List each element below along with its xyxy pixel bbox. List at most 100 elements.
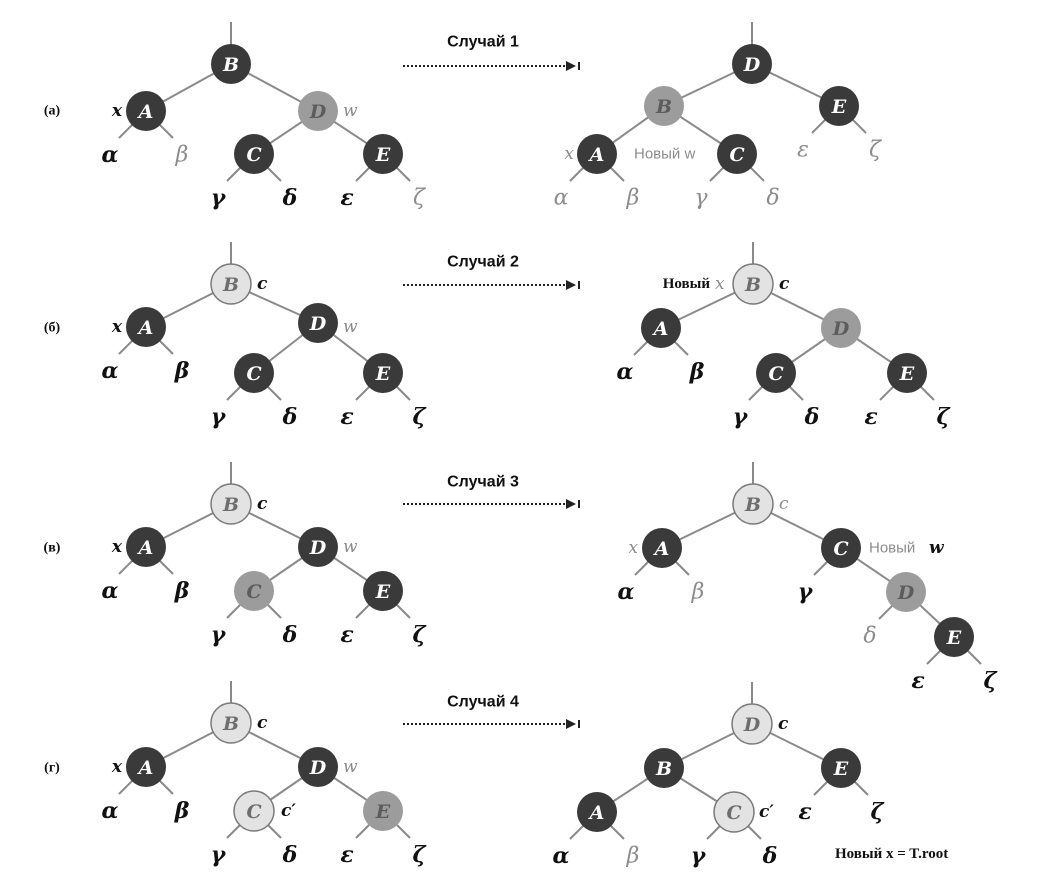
- subtree-stub: [159, 124, 174, 139]
- subtree-label: ζ: [413, 186, 427, 211]
- node-circle: [298, 303, 338, 343]
- subtree-label: ζ: [870, 799, 884, 825]
- subtree-label: γ: [211, 622, 227, 648]
- node-label: C: [246, 801, 261, 823]
- node-circle: [211, 44, 251, 84]
- subtree-label: ε: [911, 668, 924, 694]
- node-D: D: [298, 747, 338, 787]
- subtree-label: γ: [211, 404, 227, 430]
- node-label: D: [309, 101, 327, 123]
- node-circle: [821, 748, 861, 788]
- node-annotation: x: [111, 317, 123, 337]
- node-circle: [298, 747, 338, 787]
- node-C: C: [821, 528, 861, 568]
- node-label: B: [222, 494, 239, 516]
- node-circle: [577, 792, 617, 832]
- subtree-stub: [226, 167, 241, 182]
- node-E: E: [363, 791, 403, 831]
- subtree-label: ε: [864, 404, 877, 430]
- node-label: E: [375, 144, 391, 166]
- node-A: A: [126, 527, 166, 567]
- node-label: D: [743, 714, 761, 736]
- node-circle: [126, 527, 166, 567]
- node-circle: [821, 528, 861, 568]
- subtree-label: ε: [798, 799, 811, 825]
- node-label: E: [899, 363, 915, 385]
- subtree-label: β: [174, 358, 190, 384]
- subtree-label: α: [554, 186, 569, 211]
- node-A: A: [577, 792, 617, 832]
- subtree-label: α: [102, 358, 119, 384]
- subtree-label: γ: [691, 843, 707, 869]
- node-annotation: Новый w: [634, 146, 695, 163]
- node-label: C: [768, 363, 783, 385]
- node-circle: [887, 353, 927, 393]
- subtree-stub: [118, 340, 133, 355]
- subtree-stub: [748, 386, 763, 401]
- subtree-label: α: [553, 843, 570, 869]
- node-circle: [731, 703, 773, 745]
- subtree-label: ε: [797, 138, 809, 163]
- subtree-stub: [706, 825, 721, 840]
- node-label: A: [137, 757, 154, 779]
- node-circle: [210, 263, 252, 305]
- subtree-stub: [118, 560, 133, 575]
- node-A: A: [126, 91, 166, 131]
- subtree-stub: [118, 780, 133, 795]
- node-label: E: [375, 581, 391, 603]
- panel-label: (a): [44, 104, 61, 119]
- node-circle: [821, 308, 861, 348]
- subtree-stub: [569, 825, 584, 840]
- node-A: A: [642, 528, 682, 568]
- subtree-label: δ: [282, 185, 298, 211]
- node-B: B: [210, 263, 252, 305]
- node-B: B: [210, 702, 252, 744]
- subtree-label: δ: [282, 842, 298, 868]
- subtree-stub: [396, 386, 411, 401]
- subtree-label: ε: [340, 404, 353, 430]
- node-label: E: [375, 363, 391, 385]
- node-circle: [819, 86, 859, 126]
- arrow-head-icon: [566, 499, 576, 509]
- subtree-stub: [610, 825, 625, 840]
- node-circle: [641, 308, 681, 348]
- subtree-label: β: [626, 186, 640, 211]
- node-circle: [210, 483, 252, 525]
- arrow-head-icon: [566, 280, 576, 290]
- node-C: C: [756, 353, 796, 393]
- node-circle: [713, 791, 755, 833]
- subtree-label: β: [626, 844, 640, 869]
- node-annotation: Новый: [869, 540, 915, 557]
- node-D: D: [731, 703, 773, 745]
- subtree-stub: [675, 561, 690, 576]
- node-label: E: [946, 627, 962, 649]
- node-label: E: [833, 758, 849, 780]
- node-label: D: [309, 313, 327, 335]
- node-C: C: [234, 571, 274, 611]
- subtree-label: δ: [282, 404, 298, 430]
- subtree-label: δ: [804, 404, 820, 430]
- subtree-stub: [747, 825, 762, 840]
- node-circle: [298, 527, 338, 567]
- node-label: D: [832, 318, 850, 340]
- subtree-label: γ: [211, 185, 227, 211]
- node-annotation: x: [111, 101, 123, 121]
- node-B: B: [210, 483, 252, 525]
- node-label: A: [652, 318, 669, 340]
- node-label: E: [375, 801, 391, 823]
- subtree-label: γ: [694, 186, 708, 211]
- node-circle: [234, 134, 274, 174]
- node-annotation: c: [257, 274, 268, 294]
- subtree-stub: [709, 167, 724, 182]
- subtree-label: β: [691, 580, 705, 605]
- subtree-stub: [226, 386, 241, 401]
- subtree-label: α: [102, 578, 119, 604]
- node-circle: [732, 263, 774, 305]
- node-circle: [298, 91, 338, 131]
- node-label: E: [831, 96, 847, 118]
- node-annotation: w: [343, 537, 358, 557]
- case-title: Случай 3: [447, 474, 519, 491]
